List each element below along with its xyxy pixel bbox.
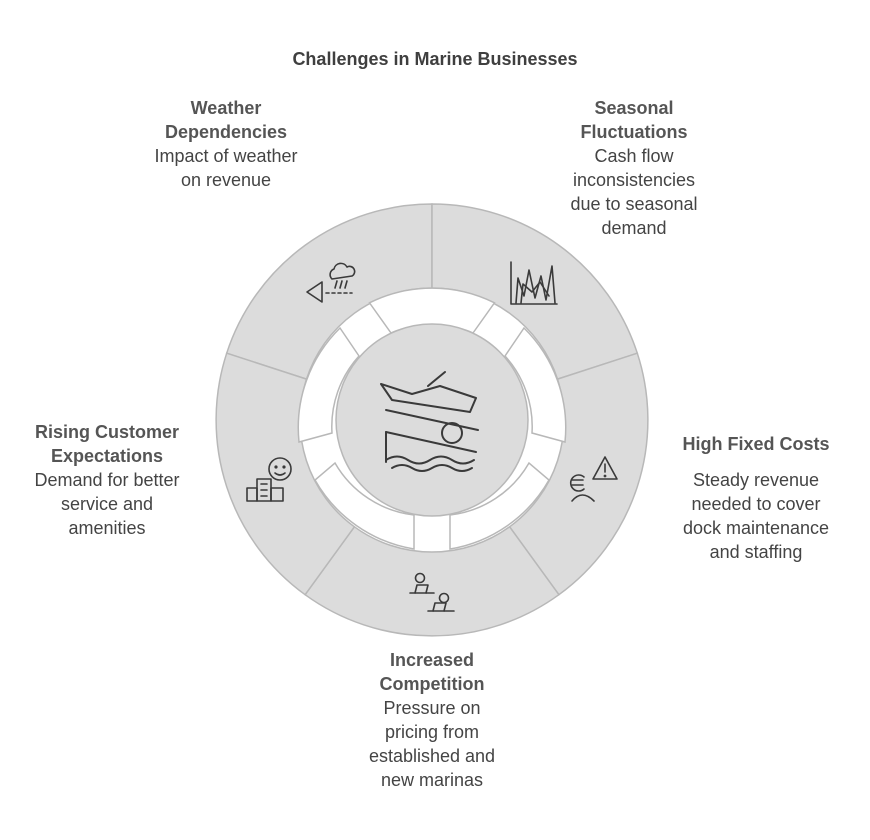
challenge-description: pricing from	[384, 722, 480, 742]
challenge-heading: Dependencies	[164, 122, 288, 142]
ring-segment-customer	[215, 352, 356, 596]
challenge-description: on revenue	[180, 170, 272, 190]
challenge-description: Pressure on	[383, 698, 481, 718]
challenge-description: service and	[60, 494, 154, 514]
weather-rain-cloud-icon	[306, 262, 356, 303]
challenge-description: and staffing	[709, 542, 803, 562]
challenge-description: demand	[601, 218, 667, 238]
fluctuating-chart-icon	[510, 261, 558, 305]
connector-tab-4	[314, 461, 415, 550]
challenge-seasonal: Seasonal Fluctuations Cash flow inconsis…	[544, 96, 724, 240]
challenge-heading: Fluctuations	[580, 122, 688, 142]
challenge-description: established and	[368, 746, 496, 766]
challenge-heading: Seasonal	[594, 98, 674, 118]
challenge-heading: Weather	[190, 98, 262, 118]
challenge-description: dock maintenance	[682, 518, 830, 538]
challenge-description: Steady revenue	[692, 470, 820, 490]
ring-segment-competition	[304, 525, 560, 637]
challenge-competition: Increased Competition Pressure on pricin…	[342, 648, 522, 792]
boat-ramp-icon	[380, 371, 479, 472]
euro-person-warning-icon	[569, 456, 618, 502]
connector-tab-3	[449, 461, 550, 550]
challenge-description: Cash flow	[594, 146, 674, 166]
challenge-description: new marinas	[380, 770, 484, 790]
diagram-title: Challenges in Marine Businesses	[292, 49, 578, 69]
happy-customer-building-icon	[246, 457, 292, 502]
challenge-description: needed to cover	[691, 494, 821, 514]
connector-tab-5	[297, 326, 360, 443]
challenge-description: amenities	[68, 518, 146, 538]
challenge-heading: Rising Customer	[34, 422, 180, 442]
challenge-customer: Rising Customer Expectations Demand for …	[12, 420, 202, 540]
connector-tab-2	[504, 326, 567, 443]
challenge-fixed-costs: High Fixed Costs Steady revenue needed t…	[664, 432, 848, 564]
challenge-heading: High Fixed Costs	[682, 434, 830, 454]
challenge-description: Impact of weather	[154, 146, 298, 166]
challenge-heading: Expectations	[50, 446, 164, 466]
inner-connector-tabs	[297, 287, 567, 550]
challenge-description: inconsistencies	[572, 170, 696, 190]
ring-segment-weather	[225, 203, 433, 381]
challenge-description: due to seasonal	[570, 194, 698, 214]
challenge-weather: Weather Dependencies Impact of weather o…	[136, 96, 316, 192]
competing-workers-icon	[409, 572, 455, 612]
challenge-description: Demand for better	[34, 470, 180, 490]
challenge-heading: Increased	[389, 650, 475, 670]
challenge-heading: Competition	[379, 674, 485, 694]
